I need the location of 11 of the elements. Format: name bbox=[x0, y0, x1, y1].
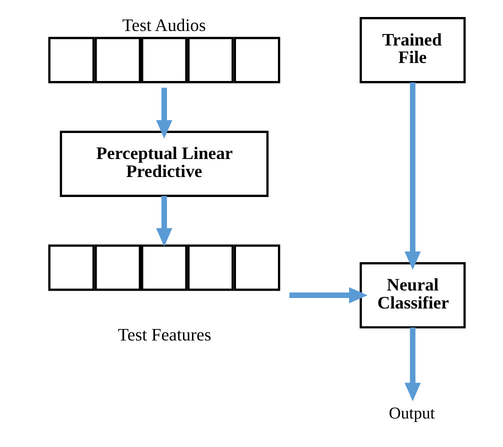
arrow bbox=[288, 287, 368, 304]
arrow bbox=[156, 88, 172, 139]
node-box: Trained File bbox=[359, 17, 466, 84]
arrow bbox=[156, 196, 172, 247]
node-label: Test Audios bbox=[122, 15, 206, 36]
arrow bbox=[404, 327, 420, 402]
node-label: Test Features bbox=[117, 324, 211, 344]
node-text: Output bbox=[388, 403, 434, 422]
arrow bbox=[404, 82, 420, 270]
node-box: Neural Classifier bbox=[359, 262, 466, 328]
node-box: Perceptual Linear Predictive bbox=[59, 130, 268, 197]
